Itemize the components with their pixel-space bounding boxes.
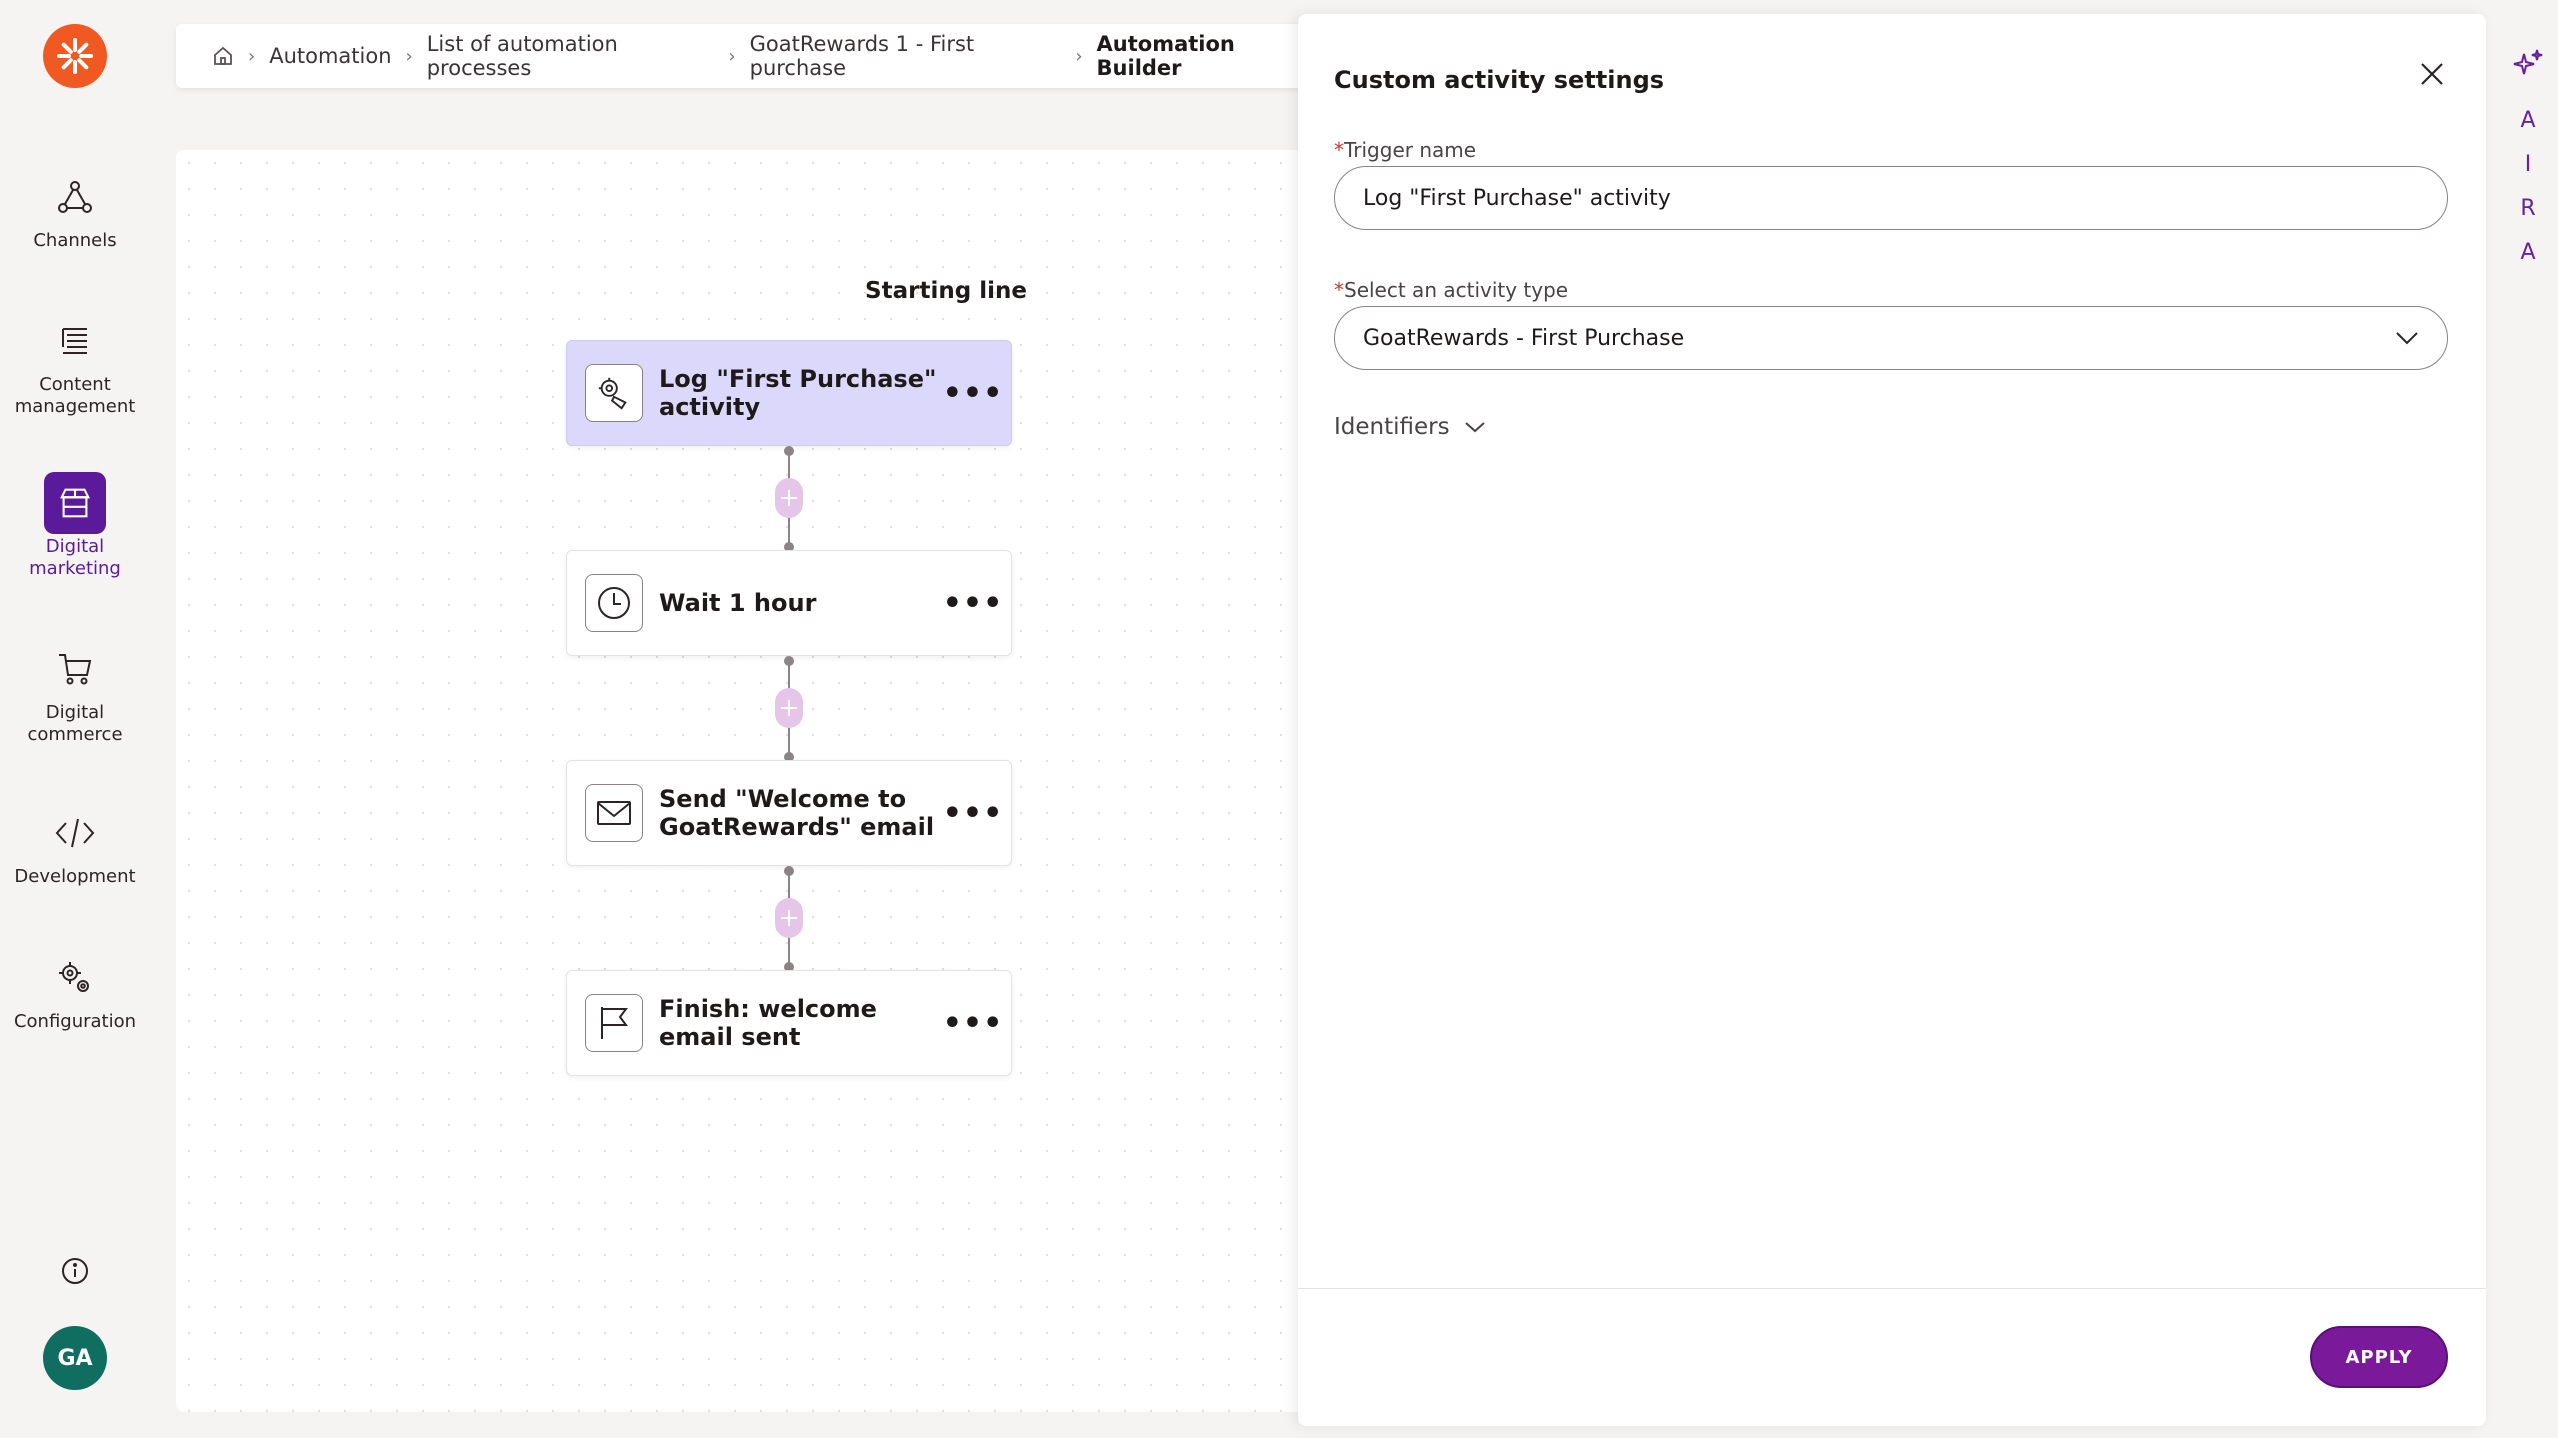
aira-letter[interactable]: A: [2520, 240, 2536, 265]
nav-item-configuration[interactable]: Configuration: [0, 947, 150, 1033]
chevron-down-icon: [2395, 331, 2419, 345]
cart-icon: [44, 638, 106, 700]
more-options-icon[interactable]: •••: [942, 1005, 1004, 1041]
close-icon[interactable]: [2412, 54, 2452, 94]
avatar[interactable]: GA: [43, 1326, 107, 1390]
nav-label-digital-commerce: Digital commerce: [27, 702, 123, 745]
home-icon[interactable]: [212, 45, 234, 67]
chevron-right-icon: ›: [405, 45, 413, 67]
flag-icon: [585, 994, 643, 1052]
apply-button[interactable]: APPLY: [2310, 1326, 2448, 1388]
connector: [775, 866, 803, 972]
info-icon[interactable]: [60, 1256, 90, 1286]
aira-letter[interactable]: I: [2524, 152, 2532, 177]
chevron-right-icon: ›: [728, 45, 736, 67]
breadcrumb-automation-list[interactable]: List of automation processes: [426, 32, 618, 80]
breadcrumb: › Automation › List of automation proces…: [176, 24, 1316, 88]
gears-icon: [44, 947, 106, 1009]
nav-label-digital-marketing: Digital marketing: [29, 536, 121, 579]
step-title: Finish: welcome email sent: [659, 995, 877, 1051]
identifiers-toggle[interactable]: Identifiers: [1334, 414, 1486, 440]
step-finish[interactable]: Finish: welcome email sent •••: [566, 970, 1012, 1076]
nav-item-digital-marketing[interactable]: Digital marketing: [0, 472, 150, 580]
channels-icon: [44, 166, 106, 228]
chevron-right-icon: ›: [1075, 45, 1083, 67]
nav-item-channels[interactable]: Channels: [0, 166, 150, 252]
activity-type-select[interactable]: GoatRewards - First Purchase: [1334, 306, 2448, 370]
aira-letter[interactable]: A: [2520, 108, 2536, 133]
activity-type-label: *Select an activity type: [1334, 278, 1569, 302]
nav-label-configuration: Configuration: [13, 1011, 137, 1032]
nav-label-channels: Channels: [33, 230, 117, 251]
step-wait[interactable]: Wait 1 hour •••: [566, 550, 1012, 656]
nav-item-digital-commerce[interactable]: Digital commerce: [0, 638, 150, 746]
breadcrumb-automation[interactable]: Automation: [269, 44, 392, 68]
nav-item-content-management[interactable]: Content management: [0, 310, 150, 418]
step-title: Log "First Purchase" activity: [659, 365, 937, 421]
custom-activity-settings-panel: Custom activity settings *Trigger name L…: [1298, 14, 2486, 1426]
step-title: Send "Welcome to GoatRewards" email: [659, 785, 935, 841]
trigger-name-input[interactable]: Log "First Purchase" activity: [1334, 166, 2448, 230]
nav-label-content-management: Content management: [14, 374, 136, 417]
aira-letter[interactable]: R: [2520, 196, 2536, 221]
ai-sparkle-icon[interactable]: [2510, 46, 2546, 82]
envelope-icon: [585, 784, 643, 842]
more-options-icon[interactable]: •••: [942, 585, 1004, 621]
content-management-icon: [44, 310, 106, 372]
step-log-activity[interactable]: Log "First Purchase" activity •••: [566, 340, 1012, 446]
panel-title: Custom activity settings: [1334, 66, 1665, 94]
activity-icon: [585, 364, 643, 422]
more-options-icon[interactable]: •••: [942, 795, 1004, 831]
connector: [775, 656, 803, 762]
nav-label-development: Development: [14, 866, 136, 887]
starting-line-label: Starting line: [865, 278, 1027, 304]
trigger-name-value: Log "First Purchase" activity: [1363, 185, 1671, 211]
connector: [775, 446, 803, 552]
more-options-icon[interactable]: •••: [942, 375, 1004, 411]
aira-sidebar: A I R A: [2498, 0, 2558, 1438]
footer-divider: [1298, 1288, 2486, 1289]
step-title: Wait 1 hour: [659, 589, 817, 617]
breadcrumb-process[interactable]: GoatRewards 1 - First purchase: [749, 32, 975, 80]
add-step-button[interactable]: [775, 478, 803, 518]
chevron-down-icon: [1464, 421, 1486, 433]
code-icon: [44, 802, 106, 864]
clock-icon: [585, 574, 643, 632]
step-send-email[interactable]: Send "Welcome to GoatRewards" email •••: [566, 760, 1012, 866]
nav-item-development[interactable]: Development: [0, 802, 150, 888]
add-step-button[interactable]: [775, 898, 803, 938]
chevron-right-icon: ›: [248, 45, 256, 67]
activity-type-value: GoatRewards - First Purchase: [1363, 325, 1685, 351]
add-step-button[interactable]: [775, 688, 803, 728]
left-navigation: Channels Content management Digital mark…: [0, 0, 150, 1438]
identifiers-label: Identifiers: [1334, 414, 1450, 440]
trigger-name-label: *Trigger name: [1334, 138, 1477, 162]
digital-marketing-icon: [44, 472, 106, 534]
kentico-logo-icon[interactable]: [43, 24, 107, 88]
breadcrumb-current: Automation Builder: [1096, 32, 1235, 80]
